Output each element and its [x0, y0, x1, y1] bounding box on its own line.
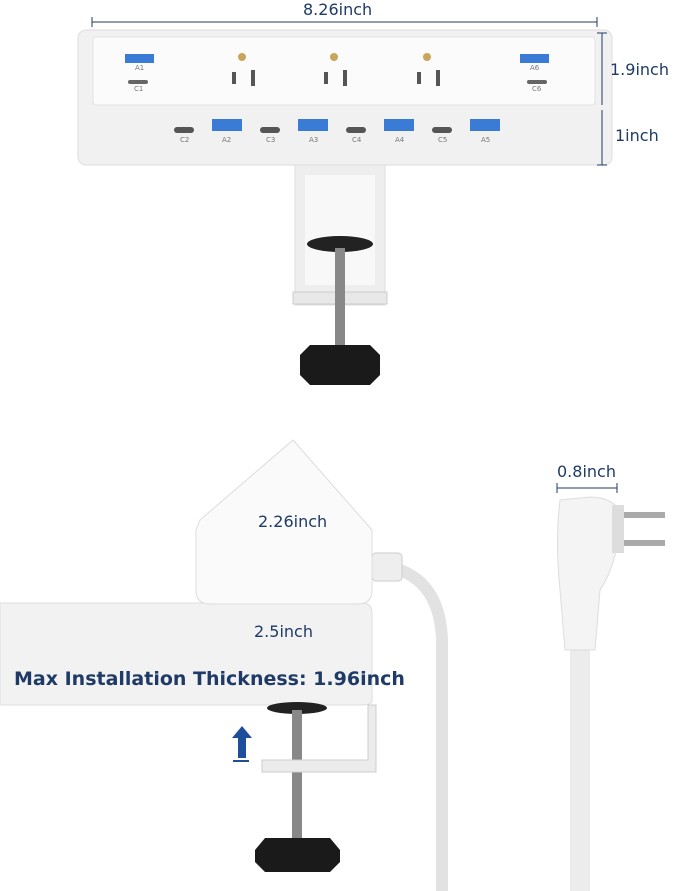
port-label: A2 [222, 136, 232, 144]
port-label: A4 [395, 136, 405, 144]
side-height-label: 2.26inch [258, 512, 328, 531]
port-label: C4 [352, 136, 362, 144]
port-label: C6 [532, 85, 542, 93]
up-arrow-icon [232, 726, 252, 762]
side-view [0, 439, 448, 891]
power-strip-front-view [77, 29, 613, 385]
ac-outlets [232, 53, 440, 86]
port-label: A6 [530, 64, 540, 72]
width-dimension-label: 8.26inch [303, 0, 373, 19]
port-label: C5 [438, 136, 448, 144]
port-label: C3 [266, 136, 276, 144]
max-thickness-headline: Max Installation Thickness: 1.96inch [14, 668, 405, 690]
port-label: C2 [180, 136, 190, 144]
port-label: A3 [309, 136, 319, 144]
port-label: A1 [135, 64, 145, 72]
depth-label: 2.5inch [254, 622, 313, 641]
port-label: C1 [134, 85, 144, 93]
front-height-label: 1inch [615, 126, 659, 145]
top-height-label: 1.9inch [610, 60, 669, 79]
plug-side-view [557, 496, 665, 891]
usb-ports [125, 54, 549, 133]
plug-width-label: 0.8inch [557, 462, 616, 481]
port-label: A5 [481, 136, 491, 144]
